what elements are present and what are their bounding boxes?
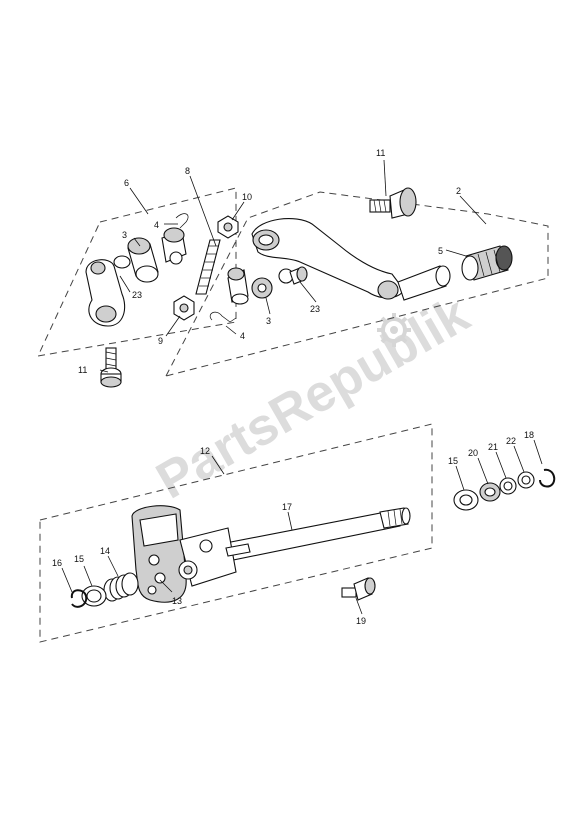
callout-14: 14 <box>100 546 110 556</box>
callout-18: 18 <box>524 430 534 440</box>
callout-20: 20 <box>468 448 478 458</box>
callout-13: 13 <box>172 596 182 606</box>
callout-6: 6 <box>124 178 129 188</box>
callout-16: 16 <box>52 558 62 568</box>
selector-mechanism-part <box>178 527 251 587</box>
seal-part <box>479 482 501 502</box>
callout-15a: 15 <box>74 554 84 564</box>
clevis-part <box>85 255 131 327</box>
spacer-part <box>127 237 159 283</box>
callout-21: 21 <box>488 442 498 452</box>
bolt-lower-part <box>341 577 376 601</box>
peg-shaft-part <box>397 265 451 301</box>
rod-end-part <box>227 267 249 305</box>
watermark-gear-icon <box>377 313 411 347</box>
circlip-right-part <box>539 468 556 488</box>
washer-lower-part <box>81 585 107 607</box>
selector-plate-part <box>131 505 187 603</box>
spring-part <box>103 572 139 602</box>
callout-23a: 23 <box>132 290 142 300</box>
callout-3a: 3 <box>122 230 127 240</box>
washer-22-part <box>517 471 535 489</box>
callout-11a: 11 <box>376 148 385 158</box>
callout-23b: 23 <box>310 304 320 314</box>
callout-4a: 4 <box>154 220 159 230</box>
washer-right-part <box>453 489 479 511</box>
callout-2: 2 <box>456 186 461 196</box>
bolt-part <box>100 347 122 388</box>
callout-12: 12 <box>200 446 210 456</box>
callout-labels: 6 8 10 4 3 23 9 11 4 11 2 5 3 23 12 17 1… <box>52 148 534 626</box>
clip-lower-part <box>209 311 237 323</box>
clip-part <box>175 213 189 229</box>
callout-11b: 11 <box>78 365 87 375</box>
callout-15b: 15 <box>448 456 458 466</box>
callout-10: 10 <box>242 192 252 202</box>
group-outline-12 <box>39 423 433 643</box>
threaded-rod-part <box>195 239 221 295</box>
watermark-text: PartsRepublik <box>147 285 479 510</box>
spacer-right-part <box>251 277 273 299</box>
callout-3b: 3 <box>266 316 271 326</box>
callout-19: 19 <box>356 616 366 626</box>
circlip-part <box>70 589 88 608</box>
callout-5: 5 <box>438 246 443 256</box>
ball-joint-part <box>161 227 187 265</box>
callout-8: 8 <box>185 166 190 176</box>
pedal-lever-part <box>251 218 405 300</box>
rubber-peg-part <box>461 245 513 281</box>
callout-22: 22 <box>506 436 516 446</box>
leader-lines <box>61 159 543 615</box>
nut-part <box>217 215 239 239</box>
callout-17: 17 <box>282 502 292 512</box>
callout-4b: 4 <box>240 331 245 341</box>
washer-21-part <box>499 477 517 495</box>
watermark: PartsRepublik <box>147 285 479 510</box>
ball-stud-part <box>278 266 308 285</box>
nut-lower-part <box>173 295 195 321</box>
bolt-upper-part <box>369 187 417 219</box>
group-outline-2 <box>165 191 549 377</box>
callout-9: 9 <box>158 336 163 346</box>
